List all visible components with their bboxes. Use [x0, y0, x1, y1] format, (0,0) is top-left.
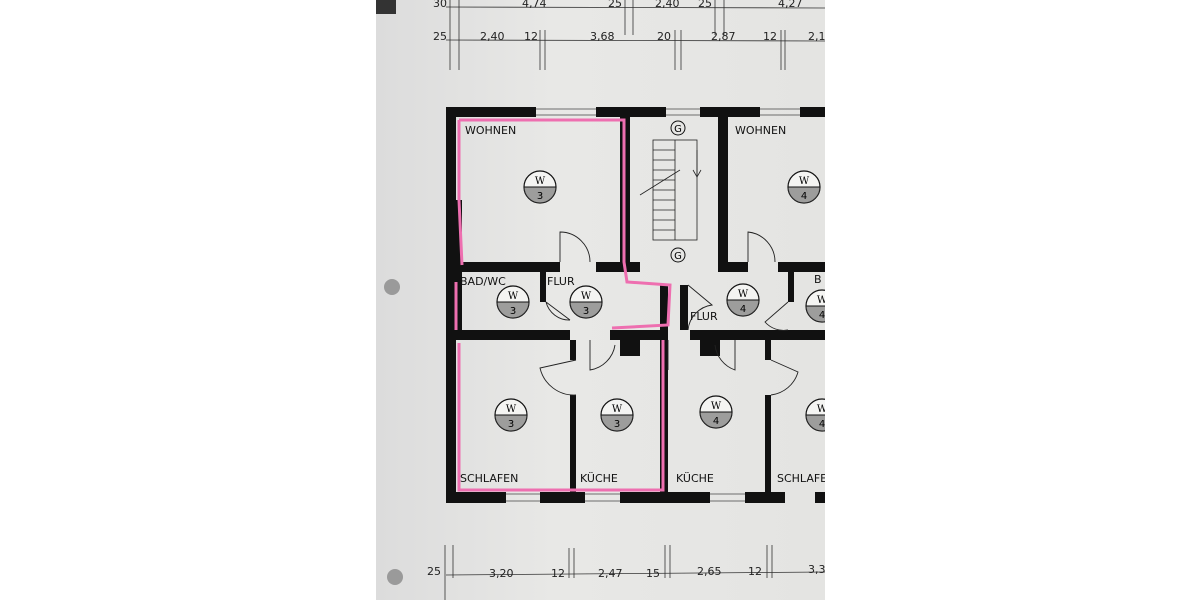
w-symbol-unit: 3 [614, 419, 620, 430]
w-symbol-unit: 3 [537, 191, 543, 202]
g-symbol-icon: G [670, 120, 686, 136]
dim-bottom-1: 3,20 [489, 567, 514, 580]
room-wohnen-left: WOHNEN [465, 124, 516, 137]
floor-plan-photo: 30 4,74 25 2,40 25 4,27 25 2,40 12 3,68 … [376, 0, 825, 600]
w-symbol-letter: W [581, 291, 592, 302]
w-symbol-icon: W4 [726, 283, 760, 317]
dim-bottom-6: 12 [748, 565, 762, 578]
w-symbol-unit: 4 [819, 419, 825, 430]
dim-bottom-5: 2,65 [697, 565, 722, 578]
room-flur-left: FLUR [547, 275, 575, 288]
w-symbol-letter: W [506, 404, 517, 415]
w-symbol-letter: W [508, 291, 519, 302]
room-kueche-right: KÜCHE [676, 472, 714, 485]
w-symbol-unit: 4 [819, 310, 825, 321]
room-bad-right: B [814, 273, 822, 286]
w-symbol-icon: W3 [523, 170, 557, 204]
dim-bottom-0: 25 [427, 565, 441, 578]
g-symbol-letter: G [674, 251, 682, 262]
room-flur-right: FLUR [690, 310, 718, 323]
dim-top1-1: 4,74 [522, 0, 547, 10]
room-bad-wc: BAD/WC [460, 275, 506, 288]
highlighted-apartment-outline [454, 118, 672, 492]
room-schlafen-left: SCHLAFEN [460, 472, 518, 485]
w-symbol-letter: W [817, 404, 825, 415]
dim-bottom-2: 12 [551, 567, 565, 580]
w-symbol-letter: W [738, 289, 749, 300]
w-symbol-unit: 3 [510, 306, 516, 317]
w-symbol-icon: W3 [496, 285, 530, 319]
g-symbol-icon: G [670, 247, 686, 263]
w-symbol-icon: W4 [787, 170, 821, 204]
w-symbol-unit: 4 [740, 304, 746, 315]
w-symbol-icon: W3 [494, 398, 528, 432]
doors [539, 231, 799, 396]
dim-top1-0: 30 [433, 0, 447, 10]
room-kueche-left: KÜCHE [580, 472, 618, 485]
dim-top1-2: 25 [608, 0, 622, 10]
dim-top2-7: 2,1 [808, 30, 825, 43]
binder-hole [387, 569, 403, 585]
dimension-lines [444, 0, 825, 600]
w-symbol-icon: W4 [699, 395, 733, 429]
w-symbol-unit: 4 [713, 416, 719, 427]
dim-bottom-4: 15 [646, 567, 660, 580]
w-symbol-icon: W3 [600, 398, 634, 432]
w-symbol-letter: W [799, 176, 810, 187]
dim-top2-0: 25 [433, 30, 447, 43]
w-symbol-unit: 4 [801, 191, 807, 202]
windows [506, 108, 800, 502]
w-symbol-letter: W [711, 401, 722, 412]
w-symbol-icon: W4 [805, 289, 825, 323]
dim-top2-4: 20 [657, 30, 671, 43]
g-symbol-letter: G [674, 124, 682, 135]
w-symbol-unit: 3 [583, 306, 589, 317]
corner-mesh [376, 0, 396, 14]
dim-top2-1: 2,40 [480, 30, 505, 43]
w-symbol-letter: W [535, 176, 546, 187]
staircase [639, 139, 702, 241]
dim-top2-5: 2,87 [711, 30, 736, 43]
binder-hole [384, 279, 400, 295]
w-symbol-icon: W3 [569, 285, 603, 319]
w-symbol-icon: W4 [805, 398, 825, 432]
dim-bottom-3: 2,47 [598, 567, 623, 580]
room-schlafen-right: SCHLAFE [777, 472, 825, 485]
walls [446, 107, 825, 503]
dim-top2-6: 12 [763, 30, 777, 43]
dim-bottom-7: 3,3 [808, 563, 825, 576]
dim-top2-2: 12 [524, 30, 538, 43]
w-symbol-letter: W [612, 404, 623, 415]
dim-top1-5: 4,27 [778, 0, 803, 10]
floor-plan: 30 4,74 25 2,40 25 4,27 25 2,40 12 3,68 … [376, 0, 825, 600]
w-symbol-unit: 3 [508, 419, 514, 430]
room-wohnen-right: WOHNEN [735, 124, 786, 137]
w-symbol-letter: W [817, 295, 825, 306]
dim-top1-4: 25 [698, 0, 712, 10]
dim-top2-3: 3,68 [590, 30, 615, 43]
dim-top1-3: 2,40 [655, 0, 680, 10]
